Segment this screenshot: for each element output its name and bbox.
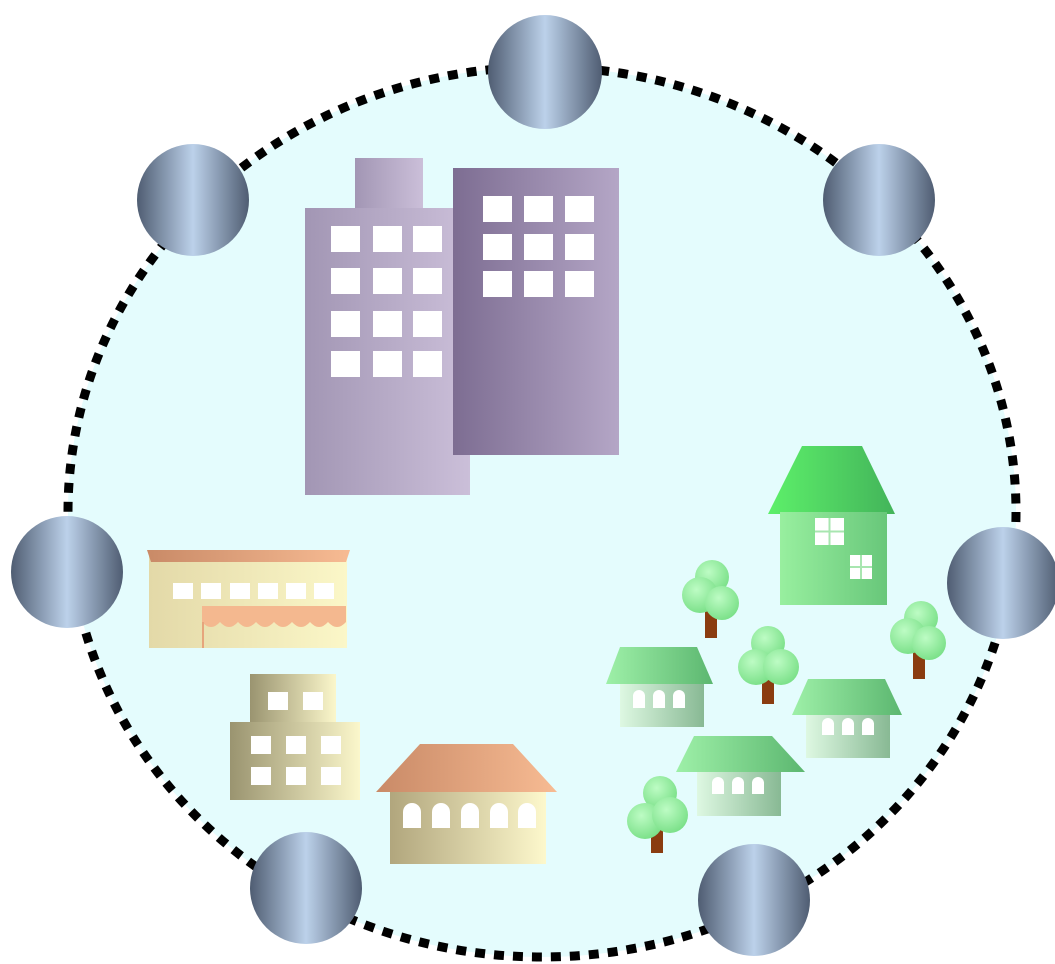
office-annex [453,168,619,455]
green-house-windows [815,518,872,579]
network-node-bottom-left [250,832,362,944]
peach-house-windows [403,803,536,828]
apartment [230,674,360,800]
tree [682,560,739,638]
tree [627,776,688,853]
shop-awning [202,606,346,627]
network-ring [63,62,1021,962]
small-house-2 [792,679,902,758]
office-annex-windows [483,196,594,297]
network-node-left [11,516,123,628]
green-house [768,446,895,605]
shop-windows [173,583,334,599]
peach-house [376,744,557,864]
network-node-top-right [823,144,935,256]
network-node-bottom-right [698,844,810,956]
tree [738,626,799,704]
network-node-right [947,527,1055,639]
small-house-1 [606,647,713,727]
tree [890,601,946,679]
shop [147,550,350,648]
network-node-top [488,15,602,129]
office-tower-windows [331,226,442,377]
network-node-top-left [137,144,249,256]
small-house-3 [676,736,805,816]
apartment-windows [251,692,341,785]
office-tower [305,158,470,495]
